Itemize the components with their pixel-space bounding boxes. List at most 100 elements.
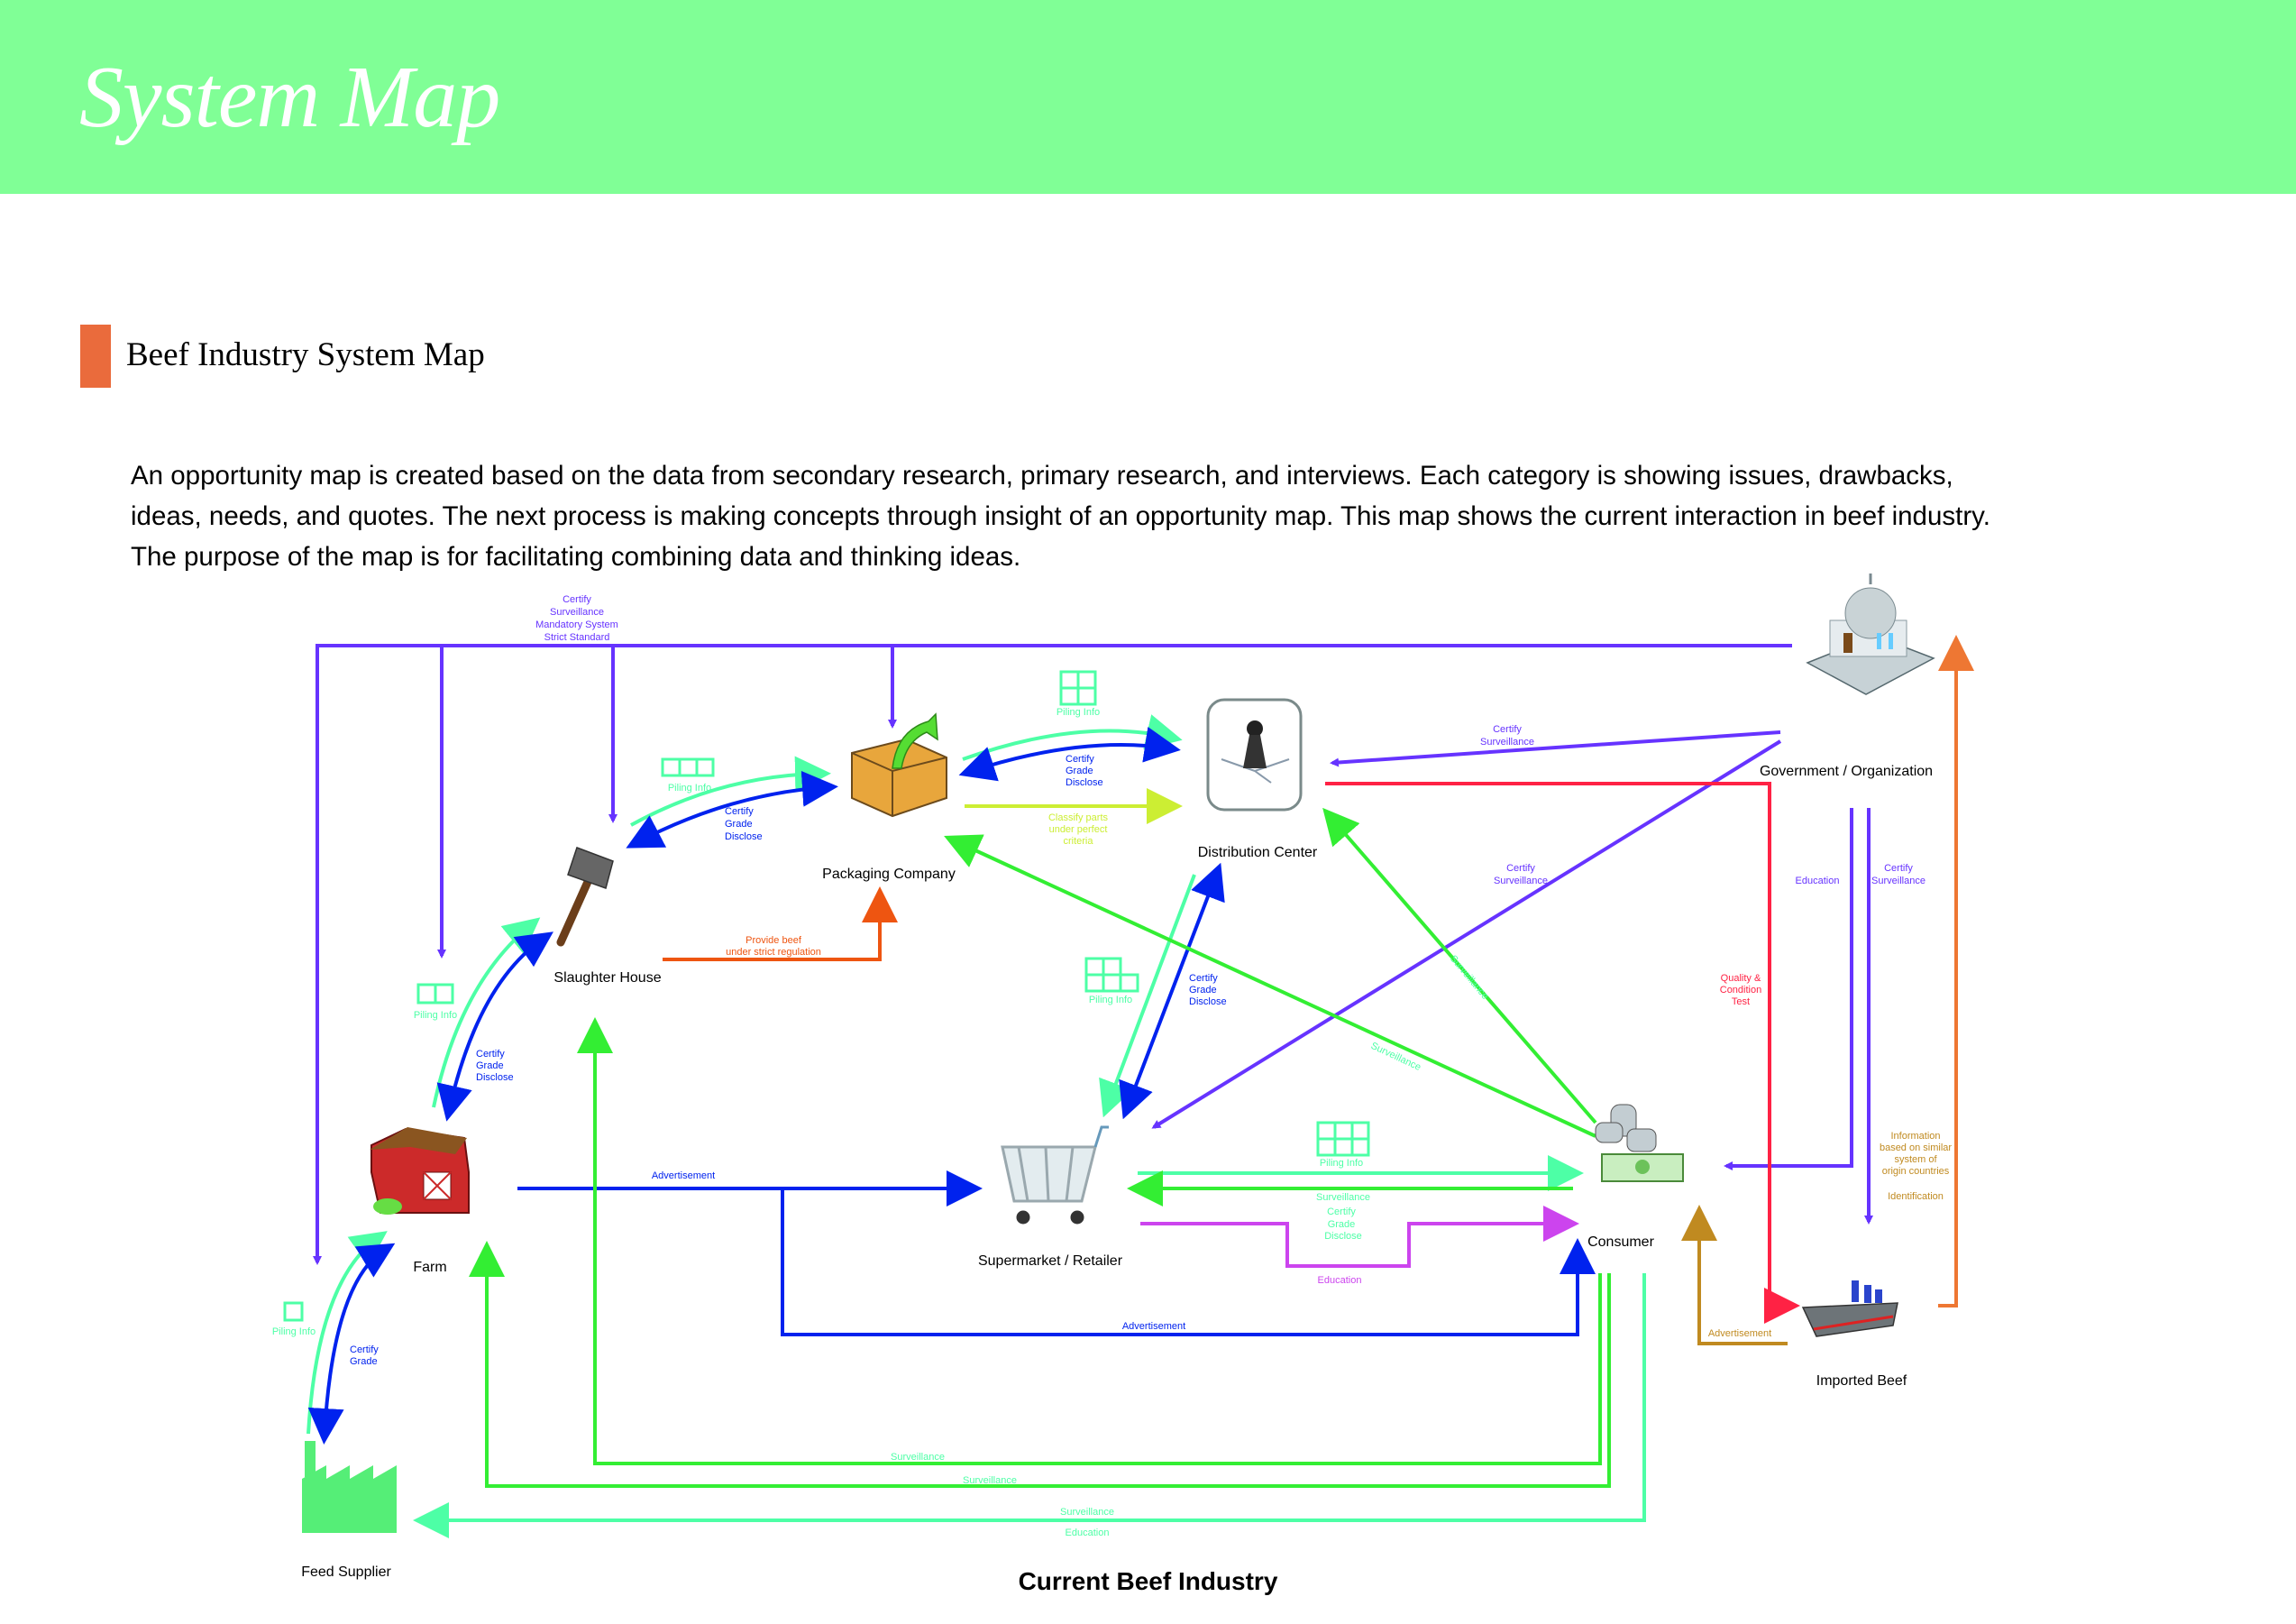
label-piling-info: Piling Info	[668, 783, 711, 794]
label-text: Grade	[1066, 766, 1093, 776]
label-text: Surveillance	[1480, 737, 1534, 748]
flow-gov-to-supermarket: Certify Surveillance	[1151, 739, 1782, 1129]
label-text: Surveillance	[1871, 876, 1926, 886]
flow-imported-advertisement: Advertisement	[1681, 1205, 1788, 1345]
section-title: Beef Industry System Map	[126, 336, 485, 373]
node-label-consumer: Consumer	[1587, 1234, 1654, 1250]
diagram-caption: Current Beef Industry	[1018, 1567, 1278, 1595]
label-text: based on similar	[1880, 1142, 1952, 1153]
section-marker	[80, 325, 111, 388]
piling-icon-4	[1059, 670, 1097, 706]
label-text: under perfect	[1049, 824, 1108, 835]
label-certify-grade-disclose: Certify Grade Disclose	[476, 1049, 514, 1083]
label-text: Classify parts	[1048, 812, 1109, 823]
label-classify: Classify parts under perfect criteria	[1048, 812, 1109, 847]
label-text: Certify	[1884, 863, 1913, 874]
label-text: Certify	[725, 806, 754, 817]
node-label-distribution: Distribution Center	[1198, 845, 1318, 860]
label-piling-info: Piling Info	[272, 1326, 316, 1337]
label-text: Grade	[1189, 985, 1217, 996]
flow-packaging-distribution	[958, 714, 1183, 824]
label-text: Test	[1732, 996, 1750, 1007]
label-gov-top: Certify Surveillance Mandatory System St…	[535, 594, 618, 643]
label-text: Certify	[1493, 724, 1522, 735]
label-text: Education	[1796, 876, 1840, 886]
node-label-supermarket: Supermarket / Retailer	[978, 1253, 1123, 1269]
label-surveillance: Surveillance	[891, 1452, 945, 1463]
label-text: origin countries	[1882, 1166, 1950, 1177]
label-text: Quality &	[1721, 973, 1761, 984]
flow-government-top	[313, 644, 1792, 1265]
label-text: Certify	[1506, 863, 1535, 874]
label-surveillance: Surveillance	[1448, 953, 1491, 1002]
axe-icon	[556, 847, 614, 947]
label-text: Surveillance	[550, 607, 604, 618]
intro-paragraph: An opportunity map is created based on t…	[131, 455, 2204, 577]
label-piling-info: Piling Info	[1057, 707, 1100, 718]
label-text: system of	[1894, 1154, 1937, 1165]
label-text: Surveillance	[1494, 876, 1548, 886]
label-text: Disclose	[1324, 1231, 1362, 1242]
label-text: Grade	[725, 819, 753, 830]
label-text: Condition	[1720, 985, 1761, 996]
label-text: Disclose	[725, 831, 763, 842]
label-text: Advertisement	[1708, 1328, 1771, 1339]
flow-consumer-surveillance-diagonal	[944, 807, 1597, 1138]
label-text: Grade	[1328, 1219, 1356, 1230]
label-text: Grade	[476, 1060, 504, 1071]
label-text: criteria	[1063, 836, 1093, 847]
flow-farm-slaughter	[432, 917, 553, 1122]
node-label-imported: Imported Beef	[1816, 1373, 1907, 1389]
node-label-packaging: Packaging Company	[822, 867, 956, 882]
label-text: Information	[1890, 1131, 1940, 1142]
node-label-farm: Farm	[413, 1260, 446, 1275]
pawn-icon	[1206, 698, 1303, 812]
label-text: Surveillance	[1316, 1192, 1370, 1203]
label-text: Provide beef	[746, 935, 802, 946]
label-text: Grade	[350, 1356, 378, 1367]
label-text: Certify	[1066, 754, 1094, 765]
flow-gov-to-imported: Certify Surveillance	[1864, 808, 1926, 1225]
piling-icon-1	[283, 1301, 304, 1322]
flow-slaughter-packaging	[626, 756, 838, 849]
capitol-building-icon	[1806, 573, 1935, 695]
flow-supermarket-consumer	[1127, 1155, 1584, 1268]
money-icon	[1595, 1104, 1684, 1182]
flow-provide-beef: Provide beef under strict regulation	[663, 886, 898, 961]
flow-imported-info: Information based on similar system of o…	[1880, 635, 1974, 1307]
node-label-government: Government / Organization	[1760, 764, 1933, 779]
label-text: Identification	[1888, 1191, 1944, 1202]
label-surveillance: Surveillance	[1060, 1507, 1114, 1518]
flow-feed-farm	[306, 1231, 396, 1445]
factory-icon	[302, 1441, 397, 1533]
label-consumer-supermarket: Surveillance Certify Grade Disclose	[1316, 1192, 1370, 1242]
box-icon	[851, 712, 947, 818]
label-surveillance: Surveillance	[963, 1475, 1017, 1486]
label-piling-info: Piling Info	[1089, 995, 1132, 1005]
label-text: Strict Standard	[544, 632, 610, 643]
piling-icon-5	[1084, 957, 1139, 993]
label-text: under strict regulation	[726, 947, 821, 958]
piling-icon-3	[661, 757, 715, 777]
flow-quality-test: Quality & Condition Test	[1325, 782, 1800, 1324]
label-text: Certify	[563, 594, 591, 605]
label-education: Education	[1066, 1528, 1110, 1538]
label-piling-info: Piling Info	[1320, 1158, 1363, 1169]
node-label-slaughter: Slaughter House	[553, 970, 661, 986]
label-text: Certify	[476, 1049, 505, 1060]
label-certify-grade-disclose: Certify Grade Disclose	[1189, 973, 1227, 1007]
label-text: Certify	[1189, 973, 1218, 984]
label-certify-grade: Certify Grade	[350, 1344, 379, 1367]
barn-icon	[370, 1127, 470, 1215]
intro-line: An opportunity map is created based on t…	[131, 461, 1953, 491]
label-text: Disclose	[1189, 996, 1227, 1007]
intro-line: The purpose of the map is for facilitati…	[131, 542, 1021, 572]
label-text: Disclose	[476, 1072, 514, 1083]
label-text: Mandatory System	[535, 619, 618, 630]
label-text: Certify	[1327, 1207, 1356, 1217]
flow-gov-to-distribution: Certify Surveillance	[1330, 724, 1781, 767]
flow-distribution-supermarket	[1099, 862, 1225, 1120]
ship-icon	[1801, 1280, 1898, 1337]
label-advertisement: Advertisement	[1122, 1321, 1185, 1332]
